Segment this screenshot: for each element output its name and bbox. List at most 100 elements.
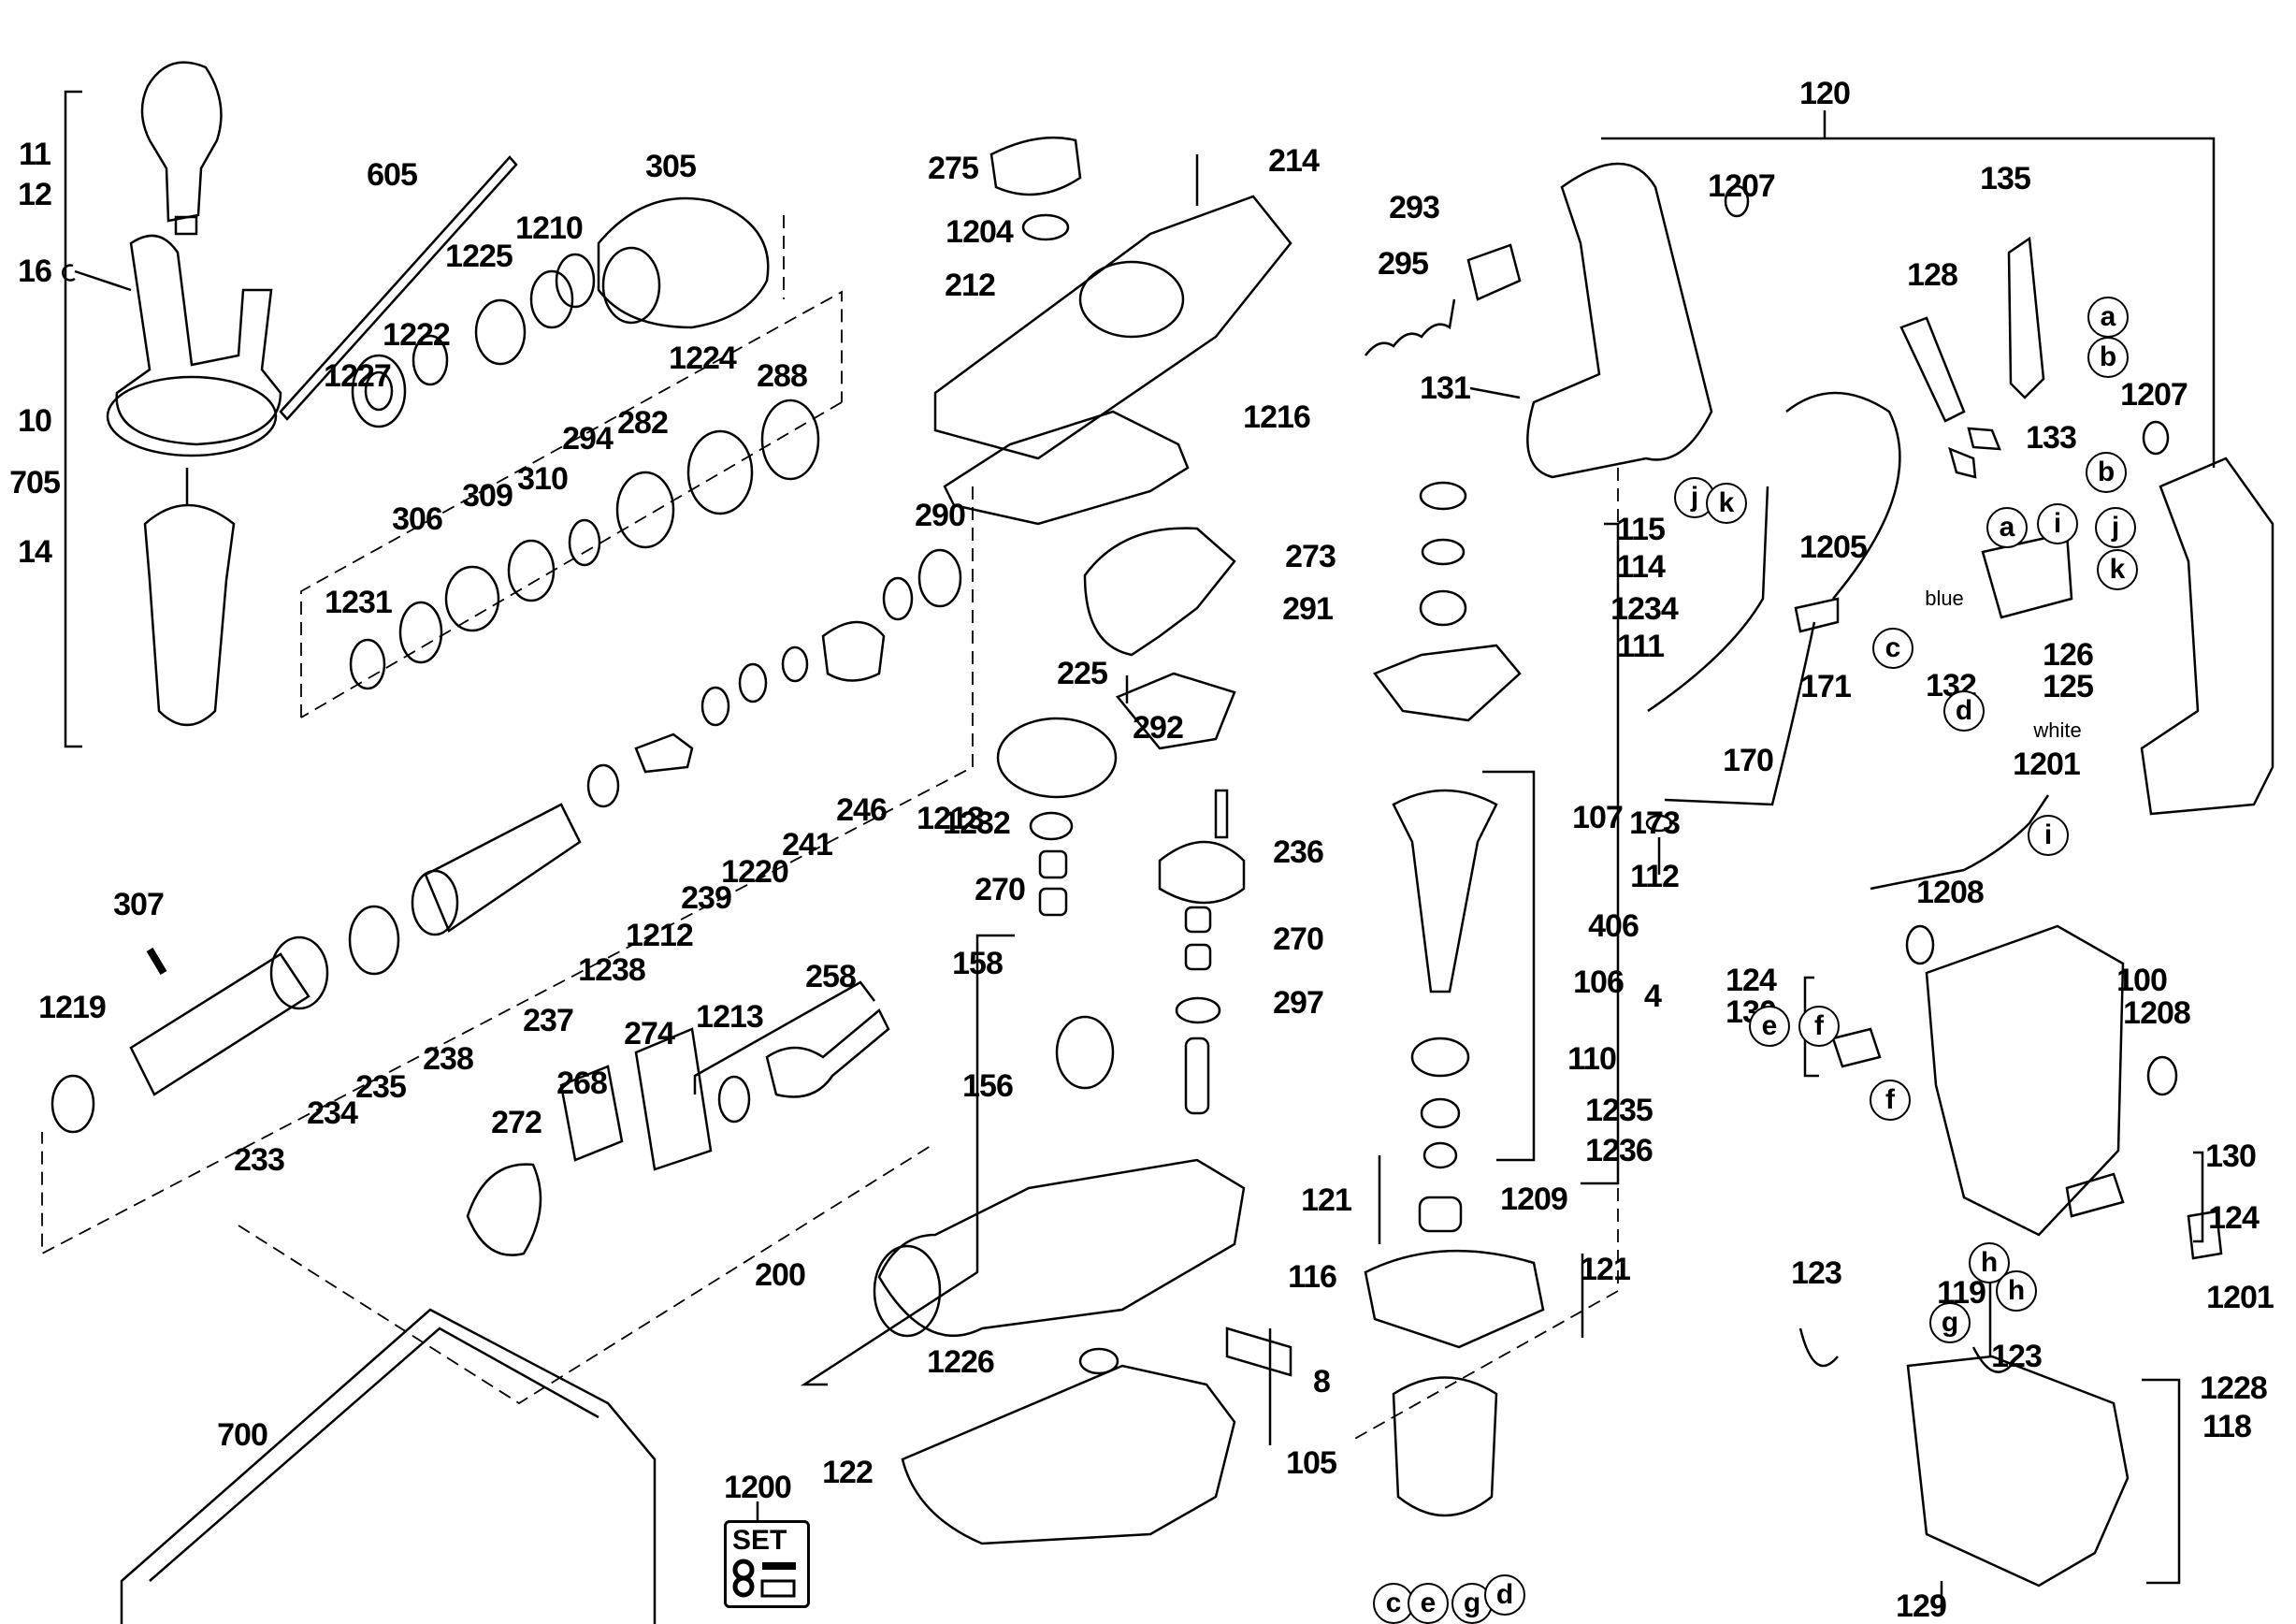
part-239 [700,686,730,727]
part-258 [765,1008,890,1098]
group-box-upper [300,290,843,718]
part-label-274: 274 [624,1016,675,1051]
part-118-cover [1906,1355,2130,1588]
part-1207-a [1724,184,1750,218]
part-label-605: 605 [367,157,418,193]
part-label-4: 4 [1644,979,1662,1014]
hardware-set-badge: SET [724,1520,810,1608]
part-label-234: 234 [307,1095,358,1131]
part-16-bolt [62,264,132,292]
wire-color-blue: blue [1925,587,1964,610]
part-130-brush-right [2065,1172,2125,1218]
connection-callout-c: c [1872,628,1913,669]
part-1213-b [717,1075,751,1124]
part-label-110: 110 [1567,1041,1617,1077]
part-295-spring [1365,298,1456,356]
part-1236 [1422,1141,1458,1169]
part-label-291: 291 [1282,591,1334,627]
part-135 [2007,236,2045,399]
part-173 [1645,814,1673,833]
part-115 [1419,481,1467,511]
bracket-258 [693,980,875,1095]
part-294 [568,518,601,567]
part-label-121: 121 [1301,1182,1352,1218]
part-label-246: 246 [836,792,888,828]
part-238 [424,803,582,933]
part-label-212: 212 [945,268,996,303]
part-label-131: 131 [1420,370,1471,406]
part-130-brush-left [1831,1027,1882,1068]
connection-callout-h: h [1969,1242,2010,1283]
part-310 [507,539,556,602]
part-1204-oring [1021,213,1070,241]
part-131-screw [1469,386,1521,399]
part-12-nut [174,215,198,236]
part-label-235: 235 [355,1069,407,1105]
part-1231 [349,638,386,690]
part-label-128: 128 [1907,257,1958,293]
part-label-1207: 1207 [2120,377,2188,413]
part-1201-clip [2187,1210,2223,1260]
connection-callout-g: g [1929,1302,1971,1343]
part-label-225: 225 [1057,656,1108,691]
part-305-chuck [597,196,770,329]
part-1232 [1029,811,1074,841]
part-label-214: 214 [1268,143,1320,179]
part-1226 [1078,1347,1119,1375]
part-288 [760,399,820,481]
part-10-handle [115,234,282,446]
part-label-1208: 1208 [2123,995,2191,1031]
part-label-173: 173 [1629,805,1681,841]
part-label-1231: 1231 [325,585,393,620]
connection-callout-a: a [1986,507,2028,548]
part-170-wire [1664,621,1816,806]
part-122-cover [901,1364,1236,1545]
part-label-268: 268 [556,1066,608,1101]
part-700-case [120,1308,657,1624]
part-label-310: 310 [517,461,569,497]
part-label-1212: 1212 [626,918,694,953]
part-label-121: 121 [1580,1252,1631,1287]
part-label-307: 307 [113,887,165,922]
connection-callout-e: e [1749,1006,1790,1047]
part-label-1236: 1236 [1585,1133,1653,1168]
part-label-133: 133 [2026,420,2077,456]
part-label-1232: 1232 [943,805,1011,841]
part-label-309: 309 [462,478,513,514]
part-10-guard [106,375,278,457]
part-1216-gasket [943,410,1190,526]
connection-callout-d: d [1484,1574,1525,1616]
part-label-1235: 1235 [1585,1093,1653,1128]
part-307 [146,947,167,976]
part-label-116: 116 [1288,1259,1337,1295]
part-label-292: 292 [1133,710,1184,746]
part-label-288: 288 [757,358,808,394]
part-label-100: 100 [2116,963,2168,998]
part-label-126: 126 [2043,637,2094,673]
part-label-1201: 1201 [2206,1280,2274,1315]
group-box-middle [41,486,974,1255]
part-100-housing [1925,924,2125,1237]
part-1208-b [2146,1055,2178,1096]
part-label-241: 241 [782,827,833,863]
part-114 [1421,538,1466,566]
part-label-1216: 1216 [1243,399,1311,435]
part-label-1227: 1227 [324,358,392,394]
connection-callout-k: k [1706,483,1747,524]
part-270-d [1184,943,1212,971]
part-268 [559,1065,624,1162]
part-label-105: 105 [1286,1445,1337,1481]
hardware-set-icon [732,1559,796,1598]
part-label-106: 106 [1573,964,1625,1000]
part-label-295: 295 [1378,246,1429,282]
part-label-1209: 1209 [1500,1182,1568,1217]
part-1201-spring [1870,794,2050,891]
part-label-293: 293 [1389,190,1440,225]
connection-callout-k: k [2097,549,2138,590]
part-label-1220: 1220 [721,854,789,890]
part-label-1207: 1207 [1708,168,1776,204]
part-110 [1410,1037,1470,1078]
part-1219 [51,1074,95,1134]
part-236-gear [1158,840,1246,905]
part-label-107: 107 [1572,800,1624,835]
